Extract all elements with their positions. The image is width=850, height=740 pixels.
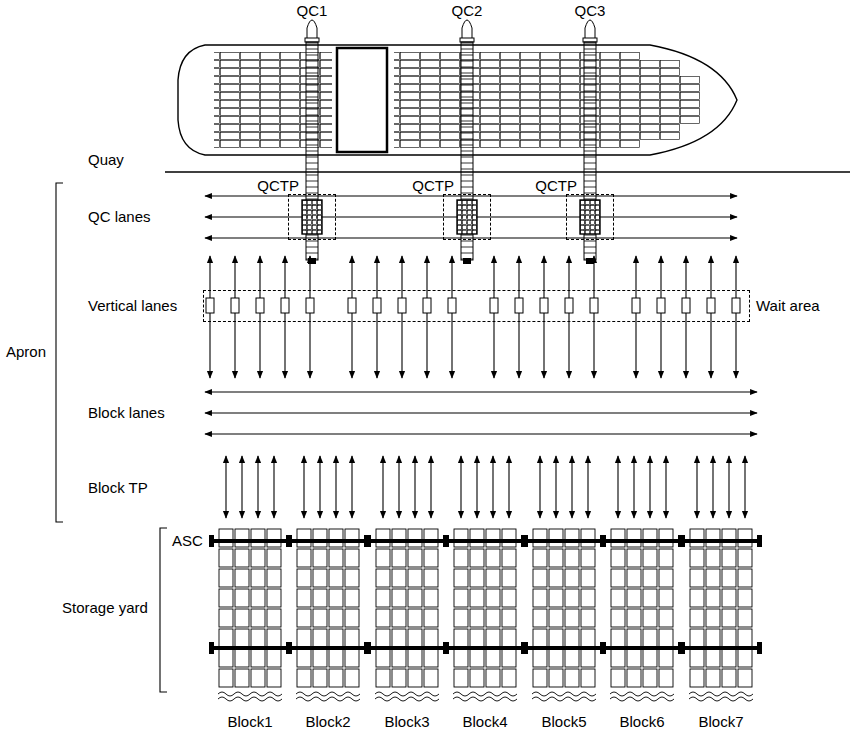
area-label: Apron bbox=[6, 343, 46, 361]
ship-containers bbox=[680, 76, 700, 124]
yard-block bbox=[209, 456, 291, 701]
wait-area-box: Wait area bbox=[203, 290, 750, 322]
apron-bracket bbox=[56, 183, 63, 522]
equipment-label: ASC bbox=[172, 532, 203, 550]
ship-hatch bbox=[337, 48, 387, 152]
vertical-lane-group bbox=[348, 256, 456, 378]
area-label: Quay bbox=[88, 151, 124, 169]
transfer-point-box: QCTP bbox=[566, 194, 614, 240]
transfer-point-box: QCTP bbox=[288, 194, 336, 240]
ship-containers bbox=[640, 60, 680, 140]
block-name: Block2 bbox=[305, 713, 350, 731]
quay-crane bbox=[580, 20, 600, 264]
yard-block bbox=[366, 456, 448, 701]
area-label: Vertical lanes bbox=[88, 297, 177, 315]
yard-block bbox=[287, 456, 369, 701]
quay-line bbox=[165, 171, 850, 173]
vertical-lane-group bbox=[632, 256, 740, 378]
block-name: Block3 bbox=[384, 713, 429, 731]
ship-containers bbox=[394, 52, 640, 148]
crane-name: QC1 bbox=[297, 2, 328, 20]
yard-block bbox=[444, 456, 526, 701]
node-label: Wait area bbox=[756, 297, 820, 315]
vertical-lane-group bbox=[206, 256, 314, 378]
block-name: Block4 bbox=[462, 713, 507, 731]
quay-crane bbox=[457, 20, 477, 264]
block-name: Block6 bbox=[619, 713, 664, 731]
node-label: QCTP bbox=[257, 177, 299, 195]
quay-crane bbox=[302, 20, 322, 264]
node-label: QCTP bbox=[535, 177, 577, 195]
block-name: Block5 bbox=[541, 713, 586, 731]
block-lane-arrow bbox=[205, 433, 757, 434]
yard-block bbox=[523, 456, 605, 701]
block-name: Block7 bbox=[698, 713, 743, 731]
area-label: Storage yard bbox=[62, 599, 148, 617]
block-lane-arrow bbox=[205, 391, 757, 392]
vertical-lane-group bbox=[490, 256, 598, 378]
area-label: Block lanes bbox=[88, 404, 165, 422]
crane-name: QC2 bbox=[452, 2, 483, 20]
yard-block bbox=[680, 456, 762, 701]
yard-bracket bbox=[160, 528, 167, 692]
block-lane-arrow bbox=[205, 412, 757, 413]
node-label: QCTP bbox=[412, 177, 454, 195]
area-label: Block TP bbox=[88, 479, 148, 497]
area-label: QC lanes bbox=[88, 208, 151, 226]
yard-block bbox=[601, 456, 683, 701]
block-name: Block1 bbox=[227, 713, 272, 731]
crane-name: QC3 bbox=[575, 2, 606, 20]
transfer-point-box: QCTP bbox=[443, 194, 491, 240]
ship-hull bbox=[178, 45, 737, 155]
